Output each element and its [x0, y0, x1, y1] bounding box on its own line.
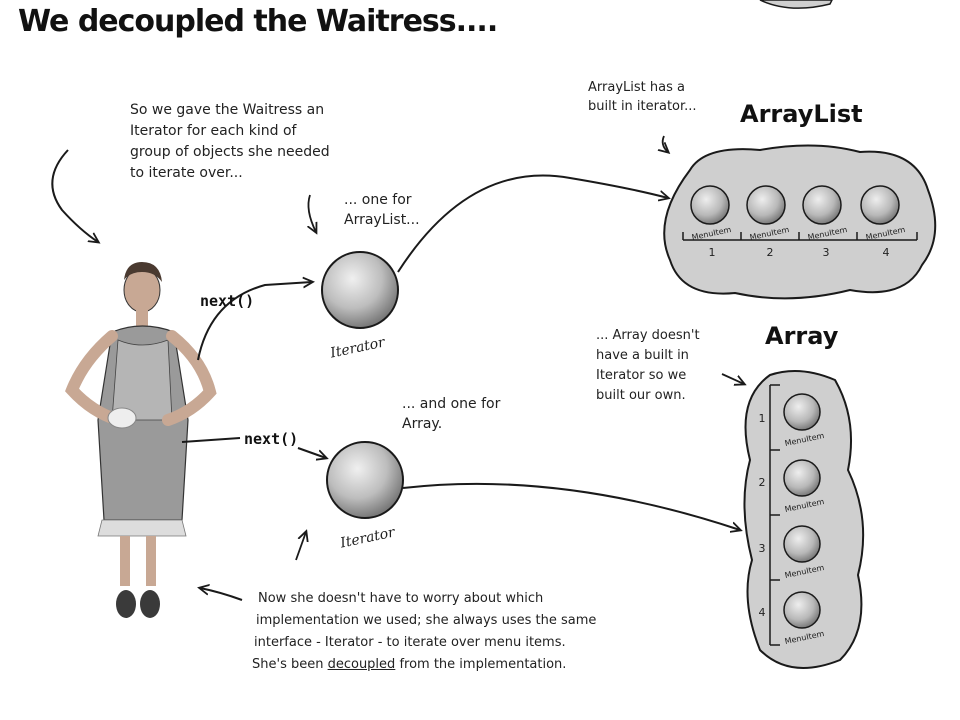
arraylist-item-index: 1 [709, 246, 716, 259]
note-array-not-builtin: ... Array doesn't have a built in Iterat… [596, 328, 700, 403]
label-next-bottom: next() [244, 430, 299, 448]
note-bottom-line-2: implementation we used; she always uses … [256, 613, 597, 628]
note-bottom-line-3: interface - Iterator - to iterate over m… [254, 635, 566, 650]
arrow-note-to-top-iterator [308, 194, 316, 232]
note-gave-iterator: So we gave the Waitress an Iterator for … [130, 102, 330, 181]
array-item-index: 3 [759, 542, 766, 555]
corner-blob-fragment [759, 0, 833, 9]
arraylist-item-index: 2 [767, 246, 774, 259]
note-and-one-for-array: ... and one for Array. [402, 396, 501, 432]
note-one-for-arraylist: ... one for ArrayList... [344, 192, 420, 228]
arrow-note-to-arraylist [663, 135, 668, 152]
arrow-note-to-array [721, 373, 744, 384]
note-bottom-line-4-pre: She's been [252, 657, 328, 672]
array-blob [743, 370, 865, 669]
heading-arraylist: ArrayList [740, 100, 863, 128]
label-next-top: next() [200, 292, 255, 310]
note-bottom-line-4: She's been decoupled from the implementa… [252, 654, 566, 676]
waitress-figure [65, 262, 217, 618]
page-title: We decoupled the Waitress.... [18, 4, 498, 39]
arraylist-item-index: 3 [823, 246, 830, 259]
arrow-next-top [197, 282, 312, 361]
note-bottom-line-4-post: from the implementation. [395, 657, 567, 672]
note-bottom-emphasis: decoupled [327, 657, 396, 672]
iterator-sphere-bottom [326, 441, 404, 519]
note-arraylist-builtin: ArrayList has a built in iterator... [588, 80, 697, 114]
arrow-note-to-bottom-iterator [295, 532, 306, 561]
arraylist-blob [663, 144, 937, 300]
note-bottom-line-1: Now she doesn't have to worry about whic… [258, 591, 544, 606]
iterator-sphere-top [321, 251, 399, 329]
arrow-next-bottom [297, 447, 326, 458]
arrow-note-to-waitress-bottom [200, 588, 243, 601]
array-item-index: 2 [759, 476, 766, 489]
arraylist-item-index: 4 [883, 246, 890, 259]
arrow-next-bottom-line [181, 437, 241, 443]
heading-array: Array [765, 322, 839, 350]
array-item-index: 1 [759, 412, 766, 425]
arrow-iterator-to-arraylist [397, 174, 668, 273]
arrow-note-to-waitress [51, 149, 98, 242]
arraylist-item-1: MenuItem 1 [690, 185, 732, 259]
arrow-iterator-to-array [402, 482, 740, 530]
array-item-index: 4 [759, 606, 766, 619]
